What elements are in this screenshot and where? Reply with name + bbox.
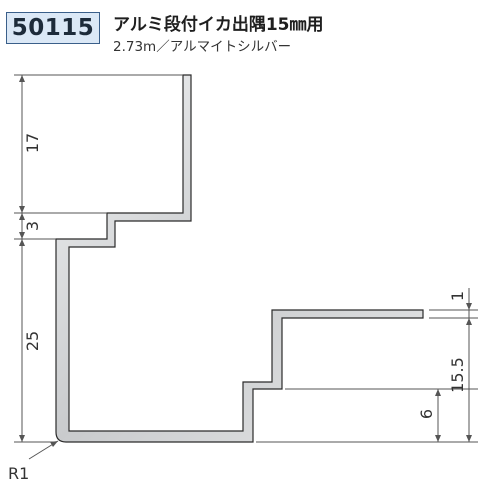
right-dimension-arrows: [435, 303, 472, 442]
arrow-head: [466, 318, 472, 325]
dim-left-bottom: 25: [23, 331, 42, 351]
arrow-head: [19, 213, 25, 220]
product-code-badge: 50115: [6, 12, 100, 44]
aluminium-profile: [55, 74, 424, 443]
arrow-head: [435, 389, 441, 396]
arrow-head: [19, 75, 25, 82]
arrow-head: [50, 441, 58, 447]
arrow-head: [435, 435, 441, 442]
dim-right-bottom: 6: [417, 409, 436, 419]
product-subtitle: 2.73m／アルマイトシルバー: [113, 39, 292, 55]
right-dimension-chain: [256, 288, 478, 443]
dim-left-step: 3: [23, 221, 42, 231]
arrow-head: [19, 206, 25, 213]
product-title: アルミ段付イカ出隅15㎜用: [113, 15, 324, 35]
dim-right-lip: 1: [448, 291, 467, 301]
dim-right-mid: 15.5: [448, 357, 467, 393]
arrow-head: [466, 435, 472, 442]
arrow-head: [19, 239, 25, 246]
dim-radius: R1: [8, 464, 29, 483]
arrow-head: [19, 232, 25, 239]
product-code: 50115: [11, 15, 95, 41]
left-dimension-arrows: [19, 75, 25, 442]
arrow-head: [19, 435, 25, 442]
arrow-head: [466, 303, 472, 310]
left-dimension-chain: [14, 74, 183, 443]
dim-left-top: 17: [23, 133, 42, 153]
